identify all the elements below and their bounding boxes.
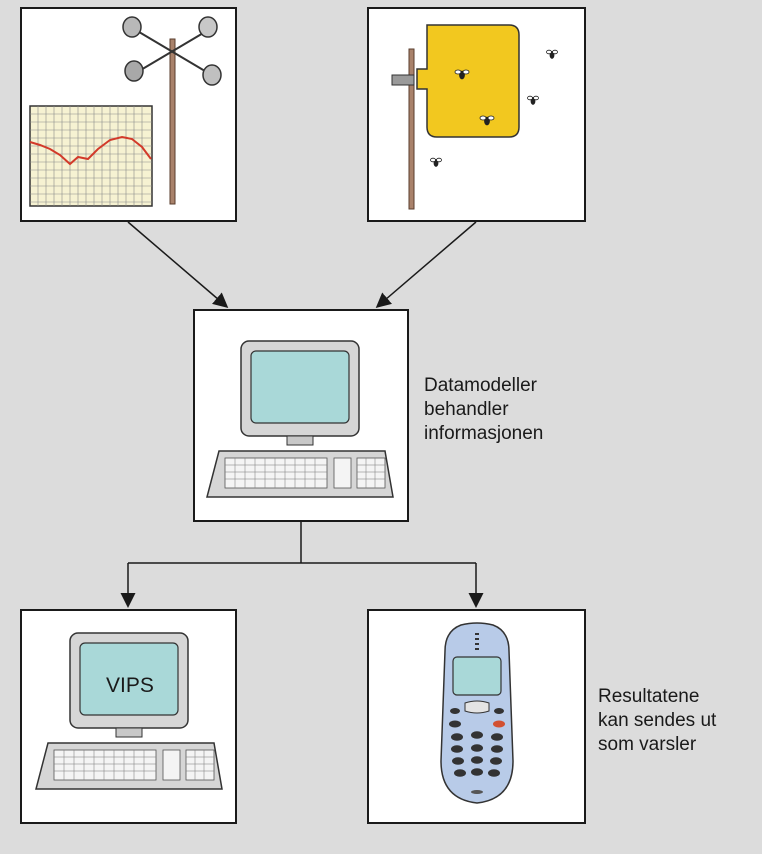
insect-trap-panel	[367, 7, 586, 222]
weather-station-panel	[20, 7, 237, 222]
mobile-phone-icon	[440, 622, 514, 804]
anemometer-icon	[122, 16, 222, 205]
arrow-weather-to-computer	[127, 221, 229, 308]
computer-icon	[206, 340, 394, 498]
insect-icon	[454, 69, 470, 80]
data-model-caption: Datamodeller behandler informasjonen	[424, 374, 543, 446]
insect-icon	[527, 95, 539, 105]
computer-icon	[35, 632, 223, 790]
caption-line: Resultatene	[598, 686, 700, 707]
data-model-computer-panel	[193, 309, 409, 522]
weather-graph-icon	[29, 105, 153, 207]
insect-icon	[546, 49, 558, 59]
caption-line: behandler	[424, 399, 509, 420]
insect-icon	[430, 157, 442, 167]
caption-line: informasjonen	[424, 423, 544, 444]
caption-line: Datamodeller	[424, 375, 537, 396]
caption-line: kan sendes ut	[598, 710, 717, 731]
caption-line: som varsler	[598, 734, 697, 755]
results-caption: Resultatene kan sendes ut som varsler	[598, 685, 716, 757]
sticky-trap-icon	[391, 24, 520, 210]
vips-screen-label: VIPS	[106, 674, 154, 697]
arrow-trap-to-computer	[375, 221, 477, 308]
vips-computer-panel: VIPS	[20, 609, 237, 824]
insect-icon	[479, 115, 495, 126]
mobile-phone-panel	[367, 609, 586, 824]
